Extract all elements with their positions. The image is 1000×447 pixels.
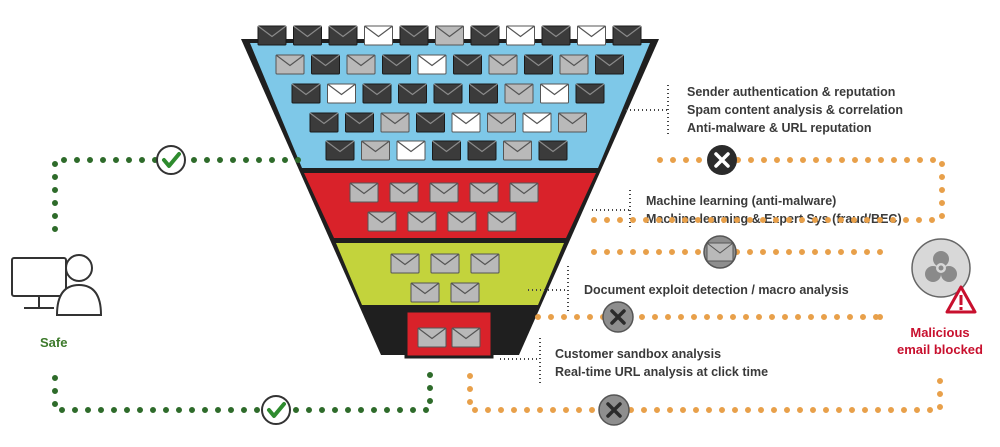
envelope-icon	[361, 140, 390, 161]
envelope-icon	[325, 140, 355, 161]
envelope-icon	[396, 140, 426, 161]
tier4-line-1: Customer sandbox analysis	[555, 347, 721, 361]
envelope-icon	[328, 25, 358, 46]
tier2-line-1: Machine learning (anti-malware)	[646, 194, 836, 208]
envelope-icon	[389, 182, 419, 203]
envelope-icon	[453, 54, 482, 75]
envelope-icon	[524, 54, 553, 75]
envelope-icon	[349, 182, 379, 203]
user-at-computer-icon	[11, 254, 103, 316]
envelope-icon	[504, 83, 534, 104]
envelope-icon	[275, 54, 305, 75]
envelope-icon	[487, 112, 516, 133]
envelope-icon	[558, 112, 587, 133]
envelope-icon	[398, 83, 427, 104]
envelope-icon	[435, 25, 464, 46]
blocked-path	[467, 157, 945, 413]
tier4-line-2: Real-time URL analysis at click time	[555, 365, 768, 379]
envelope-icon	[450, 282, 480, 303]
envelope-icon	[364, 25, 393, 46]
envelope-icon	[538, 140, 568, 161]
envelope-icon	[559, 54, 589, 75]
envelope-icon	[469, 83, 498, 104]
tier1-line-3: Anti-malware & URL reputation	[687, 121, 872, 135]
envelope-icon	[429, 182, 459, 203]
blocked-label-line-2: email blocked	[897, 342, 983, 357]
tier3-line-1: Document exploit detection / macro analy…	[584, 283, 849, 297]
safe-label: Safe	[40, 335, 67, 350]
envelope-icon	[595, 54, 624, 75]
envelope-grid	[257, 25, 642, 348]
envelope-icon	[506, 25, 535, 46]
envelope-icon	[488, 54, 518, 75]
envelope-icon	[432, 140, 461, 161]
safe-path	[52, 157, 433, 413]
blocked-label-line-1: Malicious	[910, 325, 969, 340]
envelope-icon	[382, 54, 411, 75]
envelope-icon	[327, 83, 356, 104]
envelope-icon	[417, 54, 447, 75]
envelope-icon	[362, 83, 392, 104]
envelope-icon	[380, 112, 410, 133]
envelope-icon	[416, 112, 445, 133]
envelope-icon	[447, 211, 477, 232]
envelope-icon	[522, 112, 552, 133]
envelope-icon	[469, 182, 499, 203]
envelope-icon	[433, 83, 463, 104]
blocked-x-icon	[598, 394, 630, 426]
envelope-icon	[451, 112, 481, 133]
envelope-icon	[410, 282, 440, 303]
funnel-tier-3	[336, 243, 564, 305]
check-icon	[261, 395, 291, 425]
envelope-icon	[509, 182, 539, 203]
envelope-icon	[577, 25, 606, 46]
blocked-envelope-icon	[703, 235, 737, 269]
envelope-icon	[430, 253, 460, 274]
envelope-icon	[575, 83, 605, 104]
blocked-x-icon	[602, 301, 634, 333]
envelope-icon	[612, 25, 642, 46]
envelope-icon	[346, 54, 376, 75]
envelope-icon	[293, 25, 322, 46]
envelope-icon	[417, 327, 447, 348]
envelope-icon	[390, 253, 420, 274]
envelope-icon	[451, 327, 481, 348]
tier1-line-1: Sender authentication & reputation	[687, 85, 895, 99]
label-connectors	[500, 85, 669, 384]
envelope-icon	[470, 253, 500, 274]
envelope-icon	[345, 112, 374, 133]
warning-icon	[945, 285, 977, 314]
envelope-icon	[541, 25, 571, 46]
envelope-icon	[487, 211, 517, 232]
blocked-x-icon	[707, 145, 737, 175]
envelope-icon	[309, 112, 339, 133]
envelope-icon	[470, 25, 500, 46]
envelope-icon	[467, 140, 497, 161]
biohazard-icon	[911, 238, 971, 298]
envelope-icon	[367, 211, 397, 232]
envelope-icon	[503, 140, 532, 161]
check-icon	[156, 145, 186, 175]
envelope-icon	[257, 25, 287, 46]
tier1-line-2: Spam content analysis & correlation	[687, 103, 903, 117]
envelope-icon	[291, 83, 321, 104]
envelope-icon	[311, 54, 340, 75]
envelope-icon	[407, 211, 437, 232]
envelope-icon	[399, 25, 429, 46]
envelope-icon	[540, 83, 569, 104]
